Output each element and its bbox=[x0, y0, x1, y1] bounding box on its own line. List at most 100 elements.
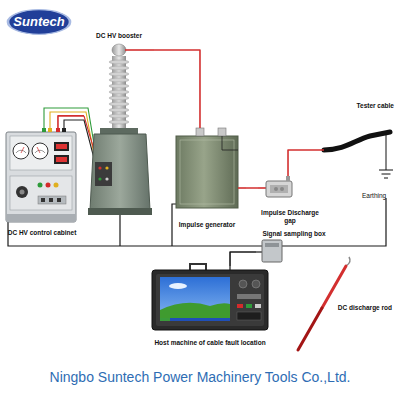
host-machine: Host machine of cable fault location bbox=[140, 266, 280, 348]
impulse-generator-drawing bbox=[176, 128, 246, 208]
tester-cable-drawing-part bbox=[379, 170, 393, 178]
control-cabinet-drawing-part bbox=[41, 198, 45, 202]
tester-cable-drawing-part bbox=[386, 134, 387, 170]
host-machine-drawing-part bbox=[160, 318, 230, 321]
host-machine-drawing-part bbox=[169, 283, 187, 289]
host-machine-drawing-part bbox=[237, 304, 243, 308]
booster-drawing-part bbox=[109, 96, 129, 100]
sampling-box-drawing-part bbox=[256, 251, 262, 252]
control-cabinet-drawing-part bbox=[56, 144, 67, 149]
booster-drawing-part bbox=[109, 72, 129, 76]
discharge-gap-drawing-part bbox=[280, 187, 284, 191]
booster-drawing-part bbox=[109, 60, 129, 64]
control-cabinet-drawing-part bbox=[48, 128, 52, 132]
booster-drawing-part bbox=[105, 177, 108, 180]
discharge-gap-drawing-part bbox=[274, 187, 278, 191]
wire-connector bbox=[154, 50, 200, 128]
host-machine-drawing-part bbox=[237, 312, 261, 320]
host-machine-drawing-part bbox=[156, 274, 264, 326]
discharge-rod-drawing-part bbox=[298, 308, 322, 350]
control-cabinet-drawing-part bbox=[46, 183, 51, 188]
control-cabinet-drawing-part bbox=[49, 198, 53, 202]
ground-wire-part bbox=[119, 215, 120, 246]
host-machine-drawing-part bbox=[246, 304, 252, 308]
control-cabinet: DC HV control cabinet bbox=[4, 128, 80, 238]
control-wires bbox=[44, 108, 100, 180]
control-cabinet-drawing-part bbox=[37, 147, 40, 153]
control-cabinet-drawing-part bbox=[6, 214, 76, 222]
discharge-rod-drawing-part bbox=[322, 266, 346, 308]
control-cabinet-drawing-part bbox=[54, 155, 69, 164]
control-cabinet-drawing-part bbox=[38, 196, 66, 204]
control-cabinet-drawing-part bbox=[57, 198, 61, 202]
control-cabinet-drawing-part bbox=[10, 136, 72, 170]
control-cabinet-drawing-part bbox=[38, 183, 43, 188]
tester-cable: Tester cable bbox=[324, 100, 396, 170]
discharge-gap: Impulse Discharge gap bbox=[258, 176, 322, 226]
equipment-label: Signal sampling box bbox=[262, 230, 325, 237]
booster-drawing-part bbox=[109, 120, 129, 124]
booster-drawing-part bbox=[95, 162, 112, 186]
booster-drawing-part bbox=[109, 90, 129, 94]
booster-drawing-part bbox=[88, 208, 152, 215]
booster-drawing-part bbox=[109, 114, 129, 118]
wire-connector bbox=[288, 150, 324, 176]
host-machine-drawing-part bbox=[190, 264, 206, 270]
equipment-label: Tester cable bbox=[357, 102, 394, 109]
booster-drawing-part bbox=[112, 44, 126, 56]
control-cabinet-drawing-part bbox=[13, 143, 29, 159]
discharge-gap-drawing-part bbox=[270, 185, 288, 193]
control-cabinet-drawing-part bbox=[6, 132, 76, 222]
sampling-box-drawing-part bbox=[262, 240, 282, 262]
equipment-label: Impulse generator bbox=[179, 221, 235, 228]
booster-unit: DC HV booster bbox=[84, 30, 154, 218]
control-cabinet-drawing-part bbox=[54, 142, 69, 151]
company-caption: Ningbo Suntech Power Machinery Tools Co.… bbox=[50, 369, 351, 385]
booster-drawing-part bbox=[90, 134, 150, 210]
ground-wire-part bbox=[172, 204, 176, 246]
earthing-label-holder: Earthing bbox=[362, 184, 386, 202]
impulse-generator-drawing-part bbox=[238, 187, 246, 189]
equipment-label: DC HV booster bbox=[96, 32, 142, 39]
earthing-label: Earthing bbox=[362, 192, 386, 199]
control-cabinet-drawing-part bbox=[56, 128, 60, 132]
booster-drawing-part bbox=[98, 166, 101, 169]
sampling-box-drawing-part bbox=[265, 243, 279, 247]
control-wires-part bbox=[44, 108, 100, 180]
equipment-label: Host machine of cable fault location bbox=[154, 339, 265, 346]
host-machine-drawing-part bbox=[229, 266, 230, 270]
control-wires-part bbox=[64, 120, 96, 166]
control-cabinet-drawing-part bbox=[42, 128, 46, 132]
impulse-generator-drawing-part bbox=[222, 136, 238, 150]
control-cabinet-drawing-part bbox=[32, 143, 48, 159]
control-cabinet-drawing bbox=[6, 128, 76, 222]
control-wires-part bbox=[50, 112, 98, 176]
tester-cable-drawing bbox=[324, 132, 393, 178]
wire-connector bbox=[58, 116, 84, 128]
logo-oval-fill bbox=[8, 10, 70, 35]
sampling-box-drawing bbox=[256, 240, 282, 262]
host-machine-drawing-part bbox=[252, 280, 260, 288]
booster-drawing-part bbox=[109, 108, 129, 112]
wire-connector bbox=[246, 187, 258, 189]
equipment-label: Impulse Discharge gap bbox=[260, 209, 320, 224]
equipment-label: DC discharge rod bbox=[338, 304, 392, 311]
impulse-generator-drawing-part bbox=[196, 128, 204, 136]
impulse-generator-drawing-part bbox=[218, 128, 226, 136]
tester-cable-drawing-part bbox=[324, 132, 390, 150]
logo-text: Suntech bbox=[13, 15, 64, 30]
booster-drawing-part bbox=[105, 166, 108, 169]
control-cabinet-drawing-part bbox=[62, 128, 66, 132]
discharge-rod: DC discharge rod bbox=[290, 262, 394, 354]
host-machine-drawing-part bbox=[160, 318, 170, 321]
booster-drawing-part bbox=[109, 66, 129, 70]
discharge-gap-drawing bbox=[258, 176, 292, 197]
discharge-gap-drawing-part bbox=[258, 187, 266, 189]
sampling-box: Signal sampling box bbox=[256, 228, 332, 266]
booster-drawing-part bbox=[98, 177, 101, 180]
host-machine-drawing-part bbox=[160, 277, 230, 321]
booster-drawing-part bbox=[109, 84, 129, 88]
control-cabinet-drawing-part bbox=[20, 190, 25, 195]
control-cabinet-drawing-part bbox=[10, 176, 72, 210]
host-machine-drawing-part bbox=[237, 294, 261, 299]
